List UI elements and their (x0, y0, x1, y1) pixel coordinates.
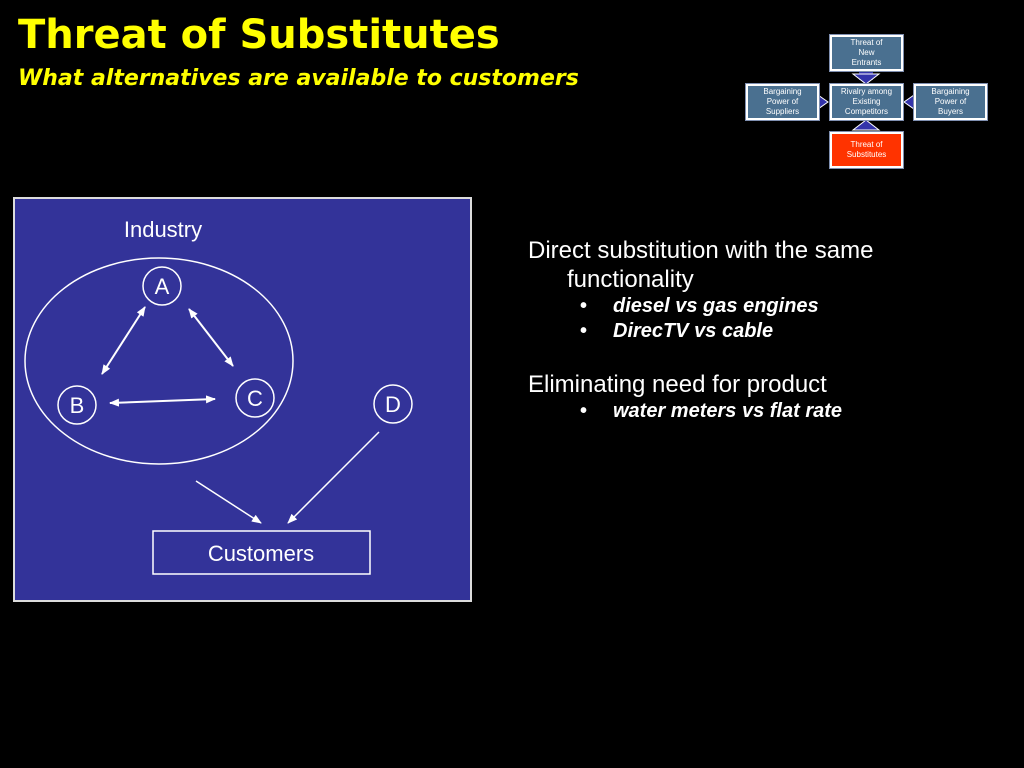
arrow-a-c (188, 308, 234, 367)
node-c-circle (235, 378, 275, 418)
force-box-rivalry: Rivalry among Existing Competitors (829, 83, 904, 121)
arrow-top-shaft (859, 72, 873, 80)
arrow-b-c (109, 395, 216, 407)
page-title: Threat of Substitutes (18, 12, 500, 58)
arrow-a-b (101, 306, 146, 375)
bullet-dot-icon: • (580, 400, 588, 422)
arrow-d-customers (287, 431, 380, 524)
sub-bullet: •water meters vs flat rate (580, 400, 843, 422)
bullet-dot-icon: • (580, 295, 588, 317)
bullet-dot-icon: • (580, 320, 588, 342)
industry-diagram-panel: Industry A B C D Customers (13, 197, 472, 602)
node-d-circle (373, 384, 413, 424)
arrow-right-head (903, 94, 915, 110)
customers-box (152, 530, 371, 575)
industry-diagram: Industry A B C D Customers (24, 217, 413, 575)
force-box-substitutes: Threat of Substitutes (829, 131, 904, 169)
page-subtitle: What alternatives are available to custo… (18, 66, 579, 91)
arrow-top-head (851, 73, 881, 85)
arrow-bottom-head (851, 119, 881, 131)
bullet-list: Direct substitution with the same functi… (528, 236, 968, 450)
arrow-industry-customers (195, 480, 262, 524)
bullet-section: Direct substitution with the same functi… (528, 236, 968, 344)
bullet-heading: Direct substitution with the same functi… (528, 237, 874, 293)
bullet-heading: Eliminating need for product (528, 371, 827, 398)
force-box-new-entrants: Threat of New Entrants (829, 34, 904, 72)
node-a-circle (142, 266, 182, 306)
five-forces-diagram: Threat of New Entrants Bargaining Power … (0, 0, 1024, 200)
industry-label: Industry (124, 217, 202, 242)
node-a-label: A (155, 274, 170, 299)
sub-bullet: •DirecTV vs cable (580, 320, 774, 342)
node-b-circle (57, 385, 97, 425)
node-c-label: C (247, 386, 263, 411)
force-box-suppliers: Bargaining Power of Suppliers (745, 83, 820, 121)
node-b-label: B (70, 393, 85, 418)
customers-label: Customers (208, 541, 314, 566)
sub-bullet: •diesel vs gas engines (580, 295, 819, 317)
arrow-left-head (817, 94, 829, 110)
force-box-buyers: Bargaining Power of Buyers (913, 83, 988, 121)
bullet-section: Eliminating need for product •water mete… (528, 370, 968, 424)
industry-ellipse (24, 257, 294, 465)
node-d-label: D (385, 392, 401, 417)
